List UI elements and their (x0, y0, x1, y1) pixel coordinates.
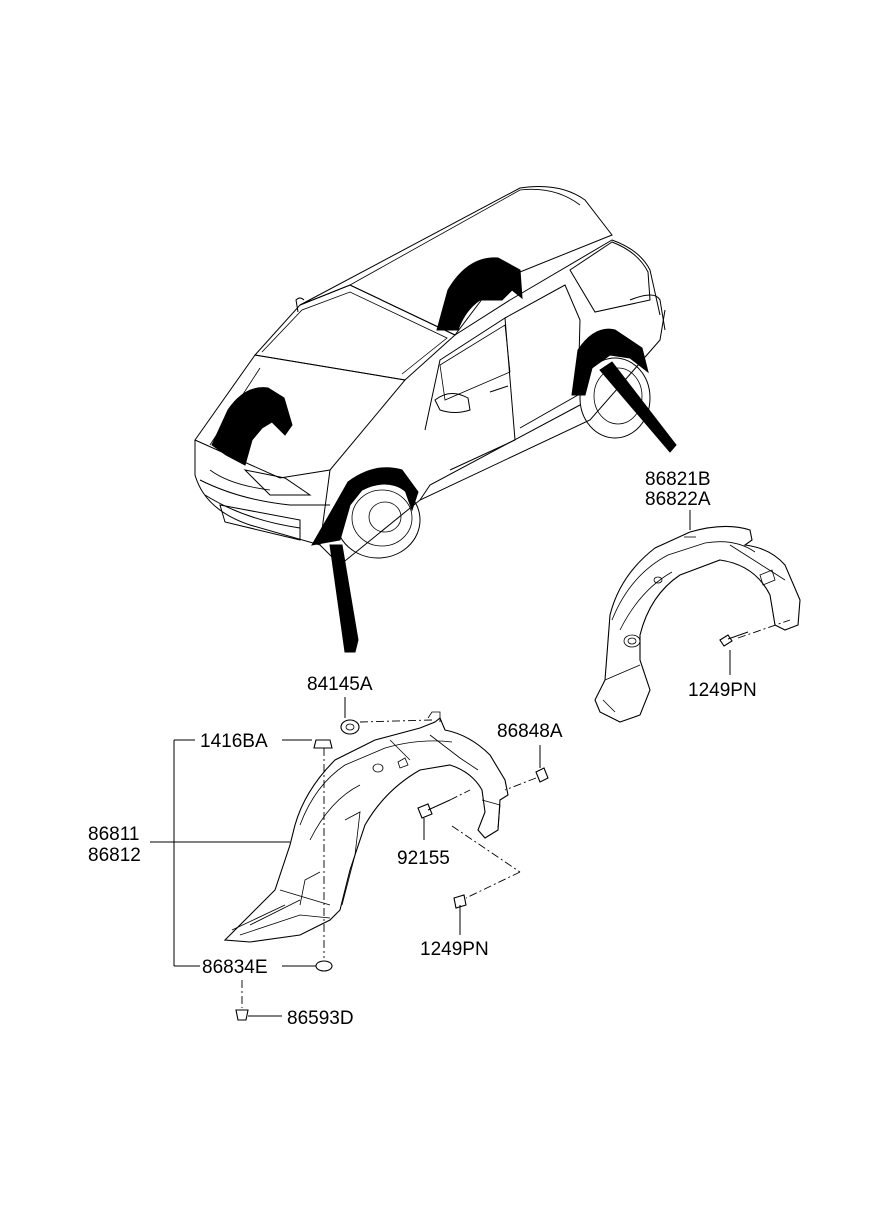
label-nut: 84145A (307, 674, 373, 695)
label-rear-guard-b: 86822A (645, 489, 711, 510)
label-front-guard-b: 86812 (88, 845, 141, 866)
label-clip-right: 86848A (497, 721, 563, 742)
front-pointer-wedge (329, 544, 359, 653)
rear-screw-part (719, 619, 791, 675)
vehicle-illustration (194, 186, 677, 653)
label-bolt: 92155 (397, 848, 450, 869)
label-washer: 86834E (202, 957, 268, 978)
rear-wheel-guard-part (594, 510, 801, 723)
front-wheel-guard-part (223, 711, 509, 943)
label-clip-left: 1416BA (200, 731, 268, 752)
label-rear-screw: 1249PN (688, 680, 757, 701)
leader-lines (150, 739, 316, 1017)
label-fastener: 86593D (287, 1008, 354, 1029)
rear-pointer-wedge (599, 361, 677, 453)
front-left-guard-highlight (211, 387, 293, 466)
rear-right-guard-highlight (571, 328, 649, 396)
label-front-guard-a: 86811 (88, 824, 139, 845)
front-fasteners (235, 697, 549, 1021)
label-front-screw: 1249PN (420, 939, 489, 960)
front-right-guard-highlight (311, 467, 419, 546)
rear-left-guard-highlight (436, 257, 523, 331)
label-rear-guard-a: 86821B (645, 469, 711, 490)
